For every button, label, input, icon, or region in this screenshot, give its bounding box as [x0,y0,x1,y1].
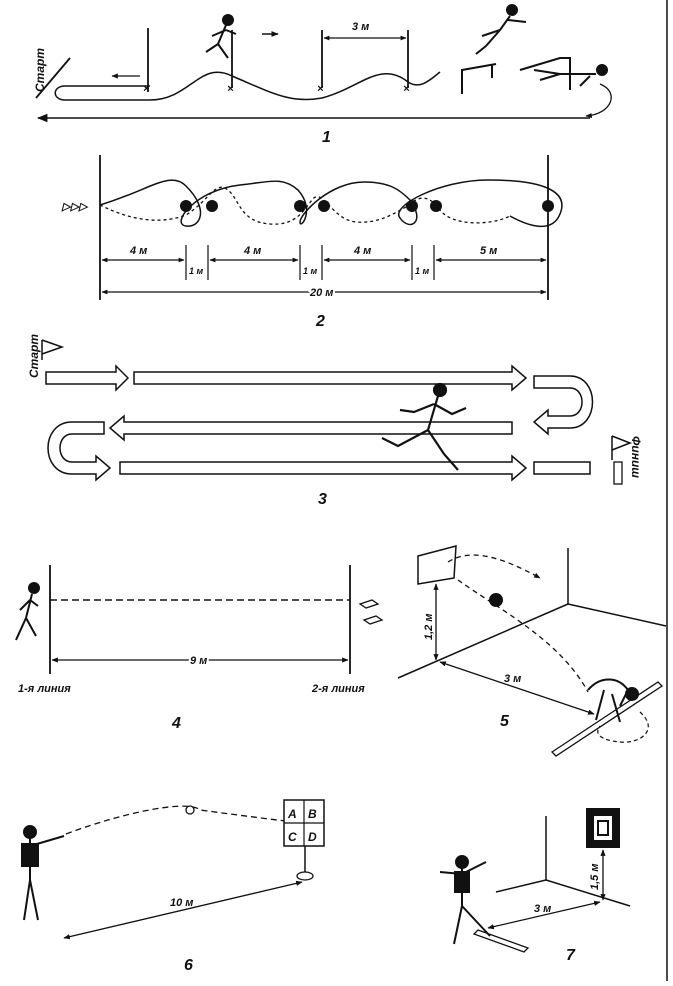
cross-mark: × [143,83,150,95]
panel-number: 7 [566,947,576,964]
distance-label: 10 м [170,897,193,909]
runner-figure [205,14,237,59]
panel-number: 6 [184,957,193,974]
target-grid [283,799,325,847]
distance-label: 3 м [504,673,521,685]
start-flag [41,339,65,360]
panel-4-bricks: 9 м 1-я линия 2-я линия 4 [15,565,384,732]
target-board [417,545,457,585]
cone [430,200,442,212]
total-label: 20 м [309,287,333,299]
panel-6-target-throw: A B C D 10 м 6 [21,799,325,974]
gap-label: 1 м [189,266,204,276]
ball [489,593,503,607]
cone [318,200,330,212]
ball [185,805,195,815]
dimension-ticks [185,245,435,280]
cone [206,200,218,212]
distance-label: 3 м [534,903,551,915]
floor-line [495,879,547,893]
runner-figure [381,382,467,471]
dimension-arrows [101,257,547,295]
return-arrow [585,83,612,119]
target-cell: A [287,807,297,821]
segment-label: 4 м [129,245,147,257]
panel-number: 2 [315,313,325,330]
target-center [597,820,609,836]
run-path [54,71,441,101]
hurdler-figure [475,4,527,55]
gap-label: 1 м [415,266,430,276]
cone [542,200,554,212]
finish-label: Финиш [629,436,643,478]
segment-label: 4 м [243,245,261,257]
segment-label: 4 м [353,245,371,257]
panel-number: 5 [500,713,510,730]
solid-route [99,179,563,228]
target-cell: C [288,830,297,844]
panel-2-slalom: ▷▷▷ 4 м 4 м [61,155,563,330]
ball-rebound-path [447,554,541,579]
target-base [296,871,314,881]
height-label: 1,5 м [589,864,601,891]
line1-label: 1-я линия [18,683,71,695]
distance-arrow [439,661,595,715]
target-cell: B [308,807,317,821]
thrower-figure [587,678,639,723]
distance-label: 9 м [190,655,207,667]
panel-7-wall-target: 1,5 м 3 м 7 [439,808,631,964]
cross-mark: × [403,83,410,95]
panel-number: 1 [322,129,331,146]
cone [180,200,192,212]
floor-line [397,603,569,679]
panel-3-shuttle-run: Старт Финиш 3 [27,334,643,508]
start-label: Старт [33,48,47,92]
bricks [358,599,384,625]
ball-throw-path [457,579,589,693]
panel-1-hurdle-run: Старт 3 м × × × × [33,4,612,146]
floor-line [567,603,667,627]
gap-label: 1 м [303,266,318,276]
cone [406,200,418,212]
cross-mark: × [227,83,234,95]
cross-mark: × [317,83,324,95]
line2-label: 2-я линия [311,683,365,695]
thrower-figure [21,825,65,921]
cone [294,200,306,212]
segment-label: 5 м [480,245,497,257]
crawler-figure [533,64,608,87]
height-label: 1,2 м [423,614,435,641]
target-cell: D [308,830,317,844]
u-turn-left [47,421,112,482]
finish-post [613,461,623,485]
dotted-route [99,186,511,225]
floor-line [545,879,631,907]
turn-path [597,711,649,743]
start-label: Старт [27,334,41,378]
target-inner [594,816,612,840]
throw-line-strip [472,929,530,953]
panel-number: 4 [171,715,181,732]
throw-trajectory [65,805,295,835]
panel-5-wall-throw: 1,2 м 3 м 5 [397,545,667,757]
gap-label: 3 м [352,21,369,33]
lane-arrows [45,364,591,482]
panel-number: 3 [318,491,327,508]
start-line [35,57,71,99]
distance-arrow [487,900,601,930]
runner-figure [15,582,40,641]
u-turn-right [532,375,594,436]
thrower-figure [439,855,491,945]
start-markers: ▷▷▷ [61,201,89,213]
finish-flag [611,435,633,460]
distance-arrow [63,880,303,940]
